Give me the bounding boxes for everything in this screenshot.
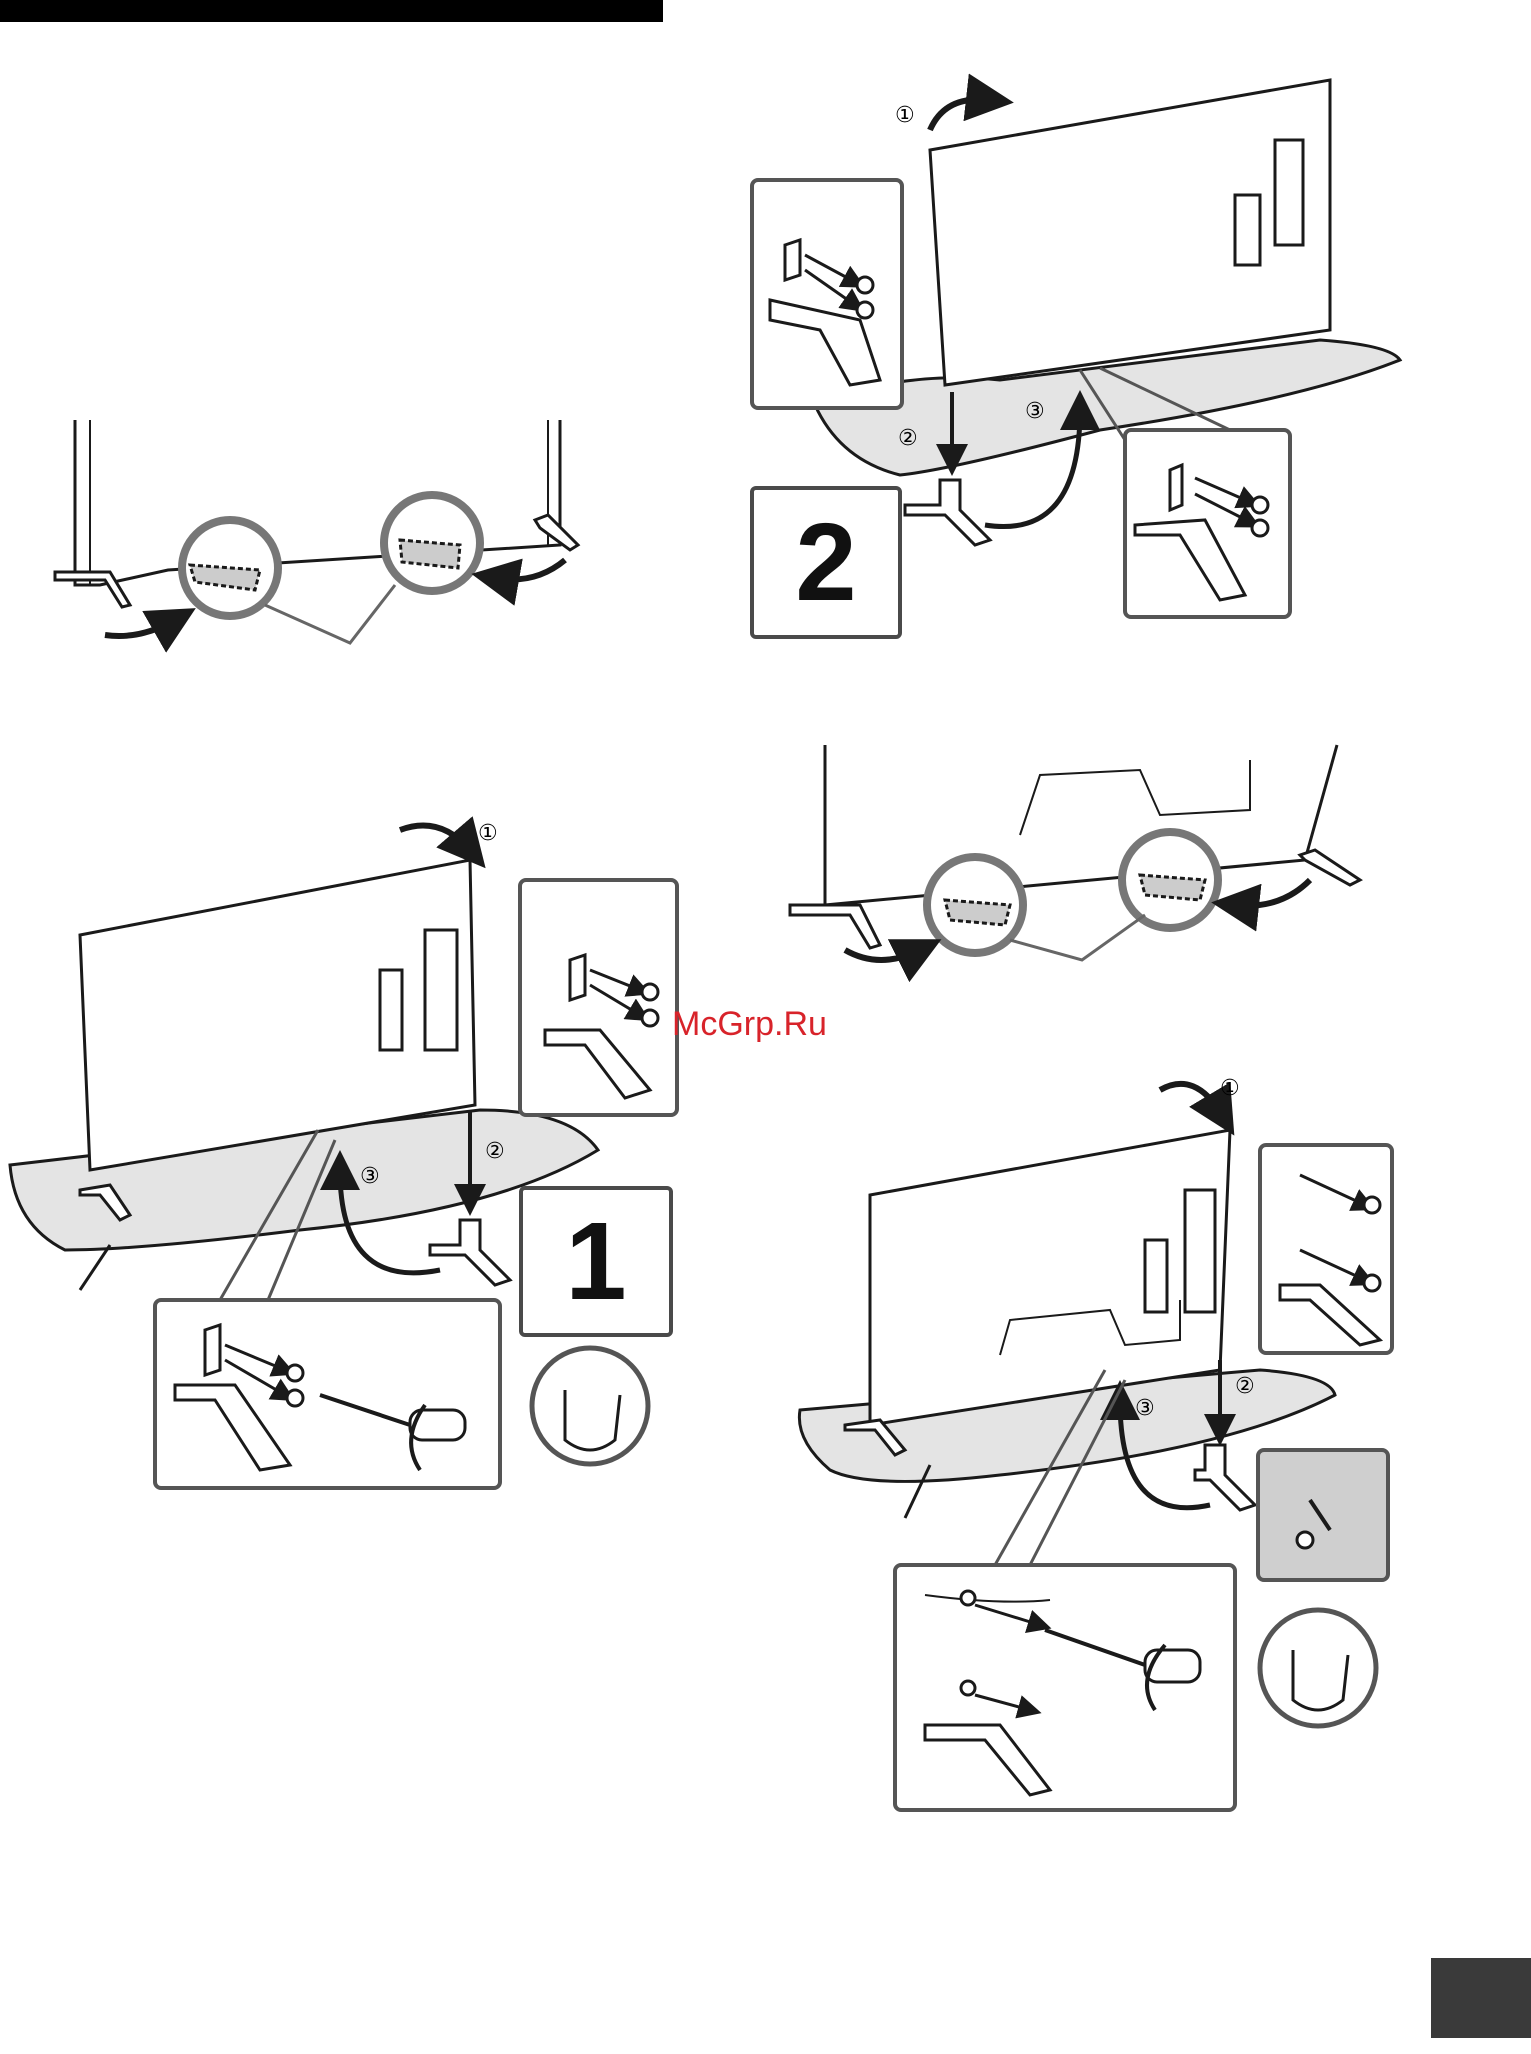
panel-step1 [10, 826, 677, 1489]
callout-3-top: ③ [1025, 399, 1045, 424]
callout-3-mid: ③ [360, 1164, 380, 1189]
watermark-text: McGrp.Ru [672, 1005, 827, 1044]
step-number-1: 1 [519, 1186, 673, 1337]
page-corner-tab [1431, 1958, 1531, 2038]
callout-2-top: ② [898, 426, 918, 451]
callout-2-mid: ② [485, 1139, 505, 1164]
panel-attach-stands-bottom-right [799, 1084, 1392, 1810]
panel-remove-stands-top-left [55, 420, 578, 643]
callout-3-bottom: ③ [1135, 1396, 1155, 1421]
step-number-2: 2 [750, 486, 902, 639]
panel-remove-stands-middle-right [790, 745, 1360, 960]
callout-1-top: ① [895, 103, 915, 128]
callout-2-bottom: ② [1235, 1374, 1255, 1399]
callout-1-mid: ① [478, 821, 498, 846]
callout-1-bottom: ① [1220, 1076, 1240, 1101]
